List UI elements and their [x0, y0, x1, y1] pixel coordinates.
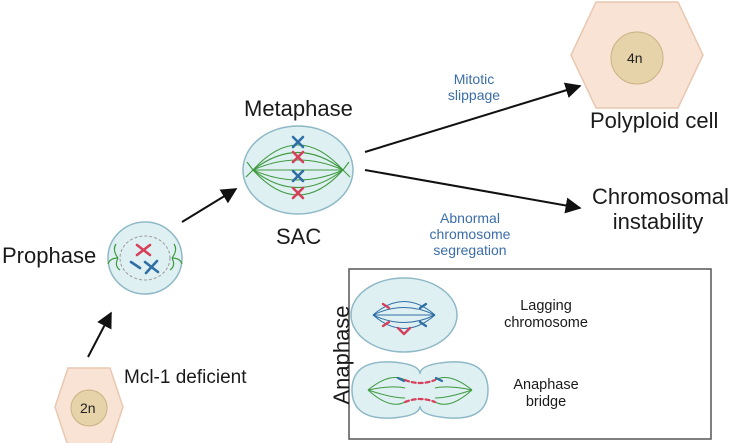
lagging-chromosome-label: Lagging chromosome: [486, 298, 606, 331]
abnormal-segregation-label: Abnormal chromosome segregation: [415, 210, 525, 258]
lagging-chromosome-cell: [350, 277, 458, 353]
mitotic-slippage-label: Mitotic slippage: [434, 71, 514, 103]
anaphase-box: [348, 268, 712, 440]
anaphase-bridge-line2: bridge: [525, 393, 567, 410]
abnormal-segregation-line2: chromosome: [429, 226, 511, 243]
ploidy-2n-label: 2n: [80, 400, 96, 416]
prophase-label: Prophase: [2, 243, 97, 268]
lagging-chromosome-line2: chromosome: [504, 314, 588, 331]
chromosomal-instability-label: Chromosomal instability: [592, 184, 729, 235]
prophase-cell: [107, 221, 183, 295]
lagging-chromosome-line1: Lagging: [520, 298, 572, 314]
anaphase-bridge-cell: [351, 361, 489, 419]
mitotic-slippage-line1: Mitotic: [453, 71, 495, 87]
arrow-2n-to-prophase: [87, 311, 112, 358]
abnormal-segregation-line1: Abnormal: [440, 210, 500, 226]
metaphase-label: Metaphase: [244, 96, 353, 121]
metaphase-cell: [242, 125, 354, 215]
mitotic-slippage-line2: slippage: [447, 87, 501, 104]
arrow-metaphase-to-instability: [364, 169, 582, 214]
arrow-prophase-to-metaphase: [181, 188, 238, 223]
anaphase-bridge-label: Anaphase bridge: [486, 377, 606, 410]
polyploid-cell-label: Polyploid cell: [590, 108, 719, 133]
anaphase-bridge-line1: Anaphase: [513, 377, 579, 393]
chromosomal-instability-line2: instability: [612, 209, 704, 235]
mcl1-deficient-label: Mcl-1 deficient: [124, 367, 247, 388]
anaphase-vertical-label: Anaphase: [329, 305, 354, 405]
sac-label: SAC: [276, 224, 322, 249]
arrow-metaphase-to-polyploid: [364, 82, 582, 153]
chromosomal-instability-line1: Chromosomal: [592, 184, 729, 209]
abnormal-segregation-line3: segregation: [433, 242, 507, 259]
diploid-cell: [54, 367, 124, 443]
ploidy-4n-label: 4n: [627, 50, 643, 66]
polyploid-cell: [570, 1, 704, 109]
